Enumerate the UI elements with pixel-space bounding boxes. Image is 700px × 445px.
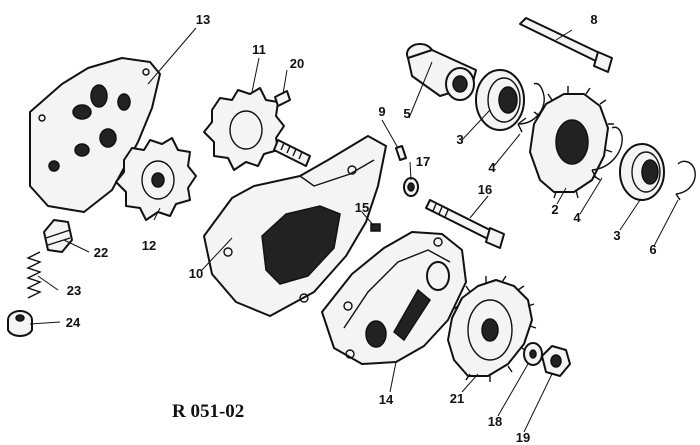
bearing-3-lower <box>619 143 665 201</box>
gear-2 <box>529 86 614 199</box>
label-13: 13 <box>196 12 210 27</box>
label-10: 10 <box>189 266 203 281</box>
gear-21 <box>447 275 537 382</box>
pump-body <box>203 135 387 317</box>
label-23: 23 <box>67 283 81 298</box>
label-6: 6 <box>649 242 656 257</box>
circlip-6 <box>675 160 696 201</box>
bolt-8 <box>519 17 613 73</box>
label-19: 19 <box>516 430 530 445</box>
circlip-4-lower <box>591 126 623 179</box>
plug-24 <box>7 310 33 337</box>
label-12: 12 <box>142 238 156 253</box>
label-24: 24 <box>66 315 81 330</box>
washer-18 <box>523 342 543 366</box>
label-17: 17 <box>416 154 430 169</box>
pin-9 <box>395 145 407 161</box>
bushing-5 <box>406 43 477 101</box>
leader-lines <box>29 27 679 433</box>
ring-17 <box>403 177 419 197</box>
label-21: 21 <box>450 391 464 406</box>
spring-23 <box>26 251 42 299</box>
bearing-3-upper <box>475 69 525 131</box>
label-15: 15 <box>355 200 369 215</box>
gear-with-shaft-11 <box>203 87 311 171</box>
cover-plate <box>29 57 161 213</box>
label-22: 22 <box>94 245 108 260</box>
label-9: 9 <box>378 104 385 119</box>
gear-12 <box>115 137 197 221</box>
label-11: 11 <box>252 42 266 57</box>
callout-labels: 13 11 20 9 5 3 4 8 17 16 2 4 3 6 15 10 1… <box>66 12 657 445</box>
label-16: 16 <box>478 182 492 197</box>
diagram-code: R 051-02 <box>172 401 244 422</box>
label-8: 8 <box>590 12 597 27</box>
label-4-lower: 4 <box>573 210 581 225</box>
label-3-upper: 3 <box>456 132 463 147</box>
bolt-16 <box>425 199 505 249</box>
label-5: 5 <box>403 106 410 121</box>
key-20 <box>274 90 291 107</box>
dowel-15 <box>370 223 381 232</box>
plunger-22 <box>43 219 73 253</box>
nut-19 <box>541 345 571 377</box>
label-20: 20 <box>290 56 304 71</box>
label-2: 2 <box>551 202 558 217</box>
label-4-upper: 4 <box>488 160 496 175</box>
circlip-4-upper <box>517 82 545 133</box>
pump-cover <box>321 231 467 365</box>
label-18: 18 <box>488 414 502 429</box>
label-3-lower: 3 <box>613 228 620 243</box>
label-14: 14 <box>379 392 394 407</box>
